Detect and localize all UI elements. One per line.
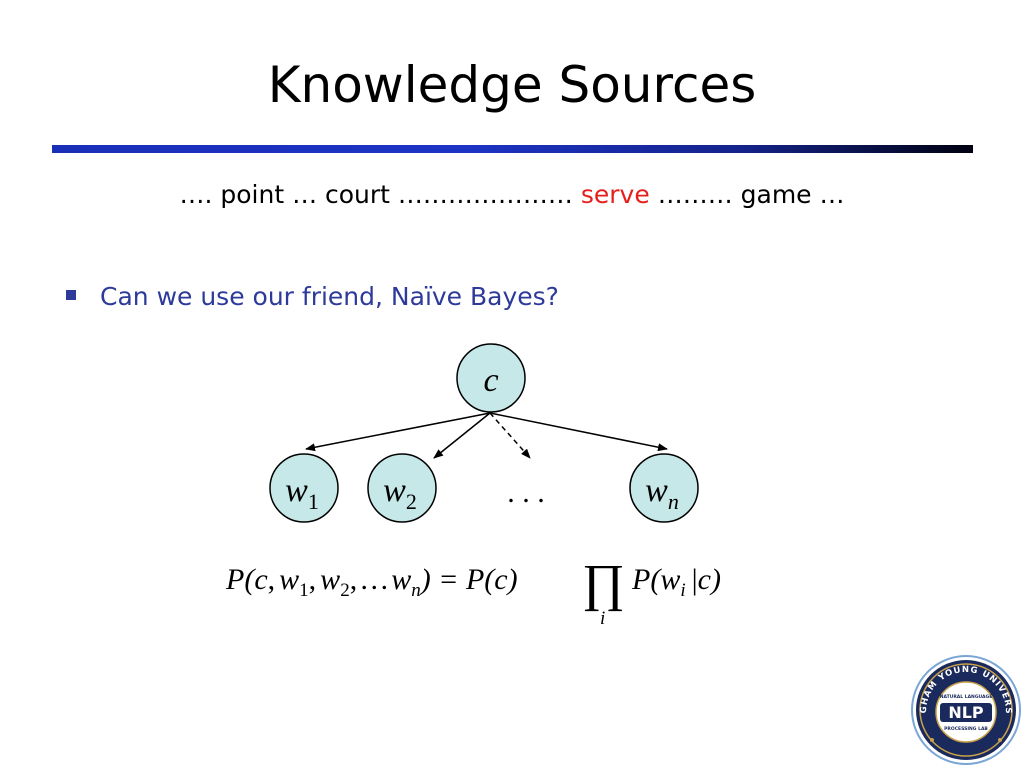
diagram-ellipsis: . . . (507, 476, 545, 509)
node-w2-circle (367, 453, 437, 523)
title-divider (52, 145, 973, 153)
naive-bayes-formula: P(c,w1,w2,…wn) = P(c) ∏ i P(wi|c) (225, 555, 721, 629)
node-w1-var: w (285, 472, 308, 509)
square-bullet-icon (66, 290, 76, 300)
formula-rhs: P(wi|c) (631, 563, 721, 601)
node-w1: w1 (269, 453, 339, 523)
node-wn: wn (629, 453, 699, 523)
logo-main-text: NLP (948, 703, 984, 722)
context-before: …. point … court ………………… (179, 180, 581, 209)
logo-top-text: NATURAL LANGUAGE (940, 694, 993, 700)
node-wn-sub: n (668, 489, 679, 514)
node-c-label: c (483, 362, 498, 399)
context-highlight-word: serve (580, 180, 650, 209)
bullet-text: Can we use our friend, Naïve Bayes? (100, 282, 559, 311)
edge-c-dots (489, 412, 531, 459)
edge-c-w1 (305, 412, 491, 452)
node-w1-sub: 1 (308, 489, 319, 514)
context-after: ……… game … (649, 180, 845, 209)
node-w2-var: w (383, 472, 406, 509)
product-index: i (600, 608, 605, 629)
edge-c-wn (489, 412, 668, 452)
node-wn-var: w (645, 472, 668, 509)
node-w2: w2 (367, 453, 437, 523)
node-c: c (456, 343, 526, 413)
product-symbol: ∏ (582, 555, 625, 612)
node-w1-label: w1 (285, 472, 319, 514)
bullet-item: Can we use our friend, Naïve Bayes? (66, 282, 559, 311)
slide-title: Knowledge Sources (267, 56, 757, 114)
edge-c-w2 (433, 412, 491, 459)
node-w1-circle (269, 453, 339, 523)
node-wn-label: wn (645, 472, 679, 514)
node-w2-sub: 2 (406, 489, 417, 514)
node-wn-circle (629, 453, 699, 523)
formula-lhs: P(c,w1,w2,…wn) = P(c) (225, 563, 518, 601)
node-c-circle (456, 343, 526, 413)
node-w2-label: w2 (383, 472, 417, 514)
logo-bottom-text: PROCESSING LAB (944, 726, 988, 732)
byu-nlp-lab-logo: BRIGHAM YOUNG UNIVERSITY NATURAL LANGUAG… (910, 654, 1021, 765)
context-sentence: …. point … court ………………… serve ……… game … (0, 180, 1024, 209)
